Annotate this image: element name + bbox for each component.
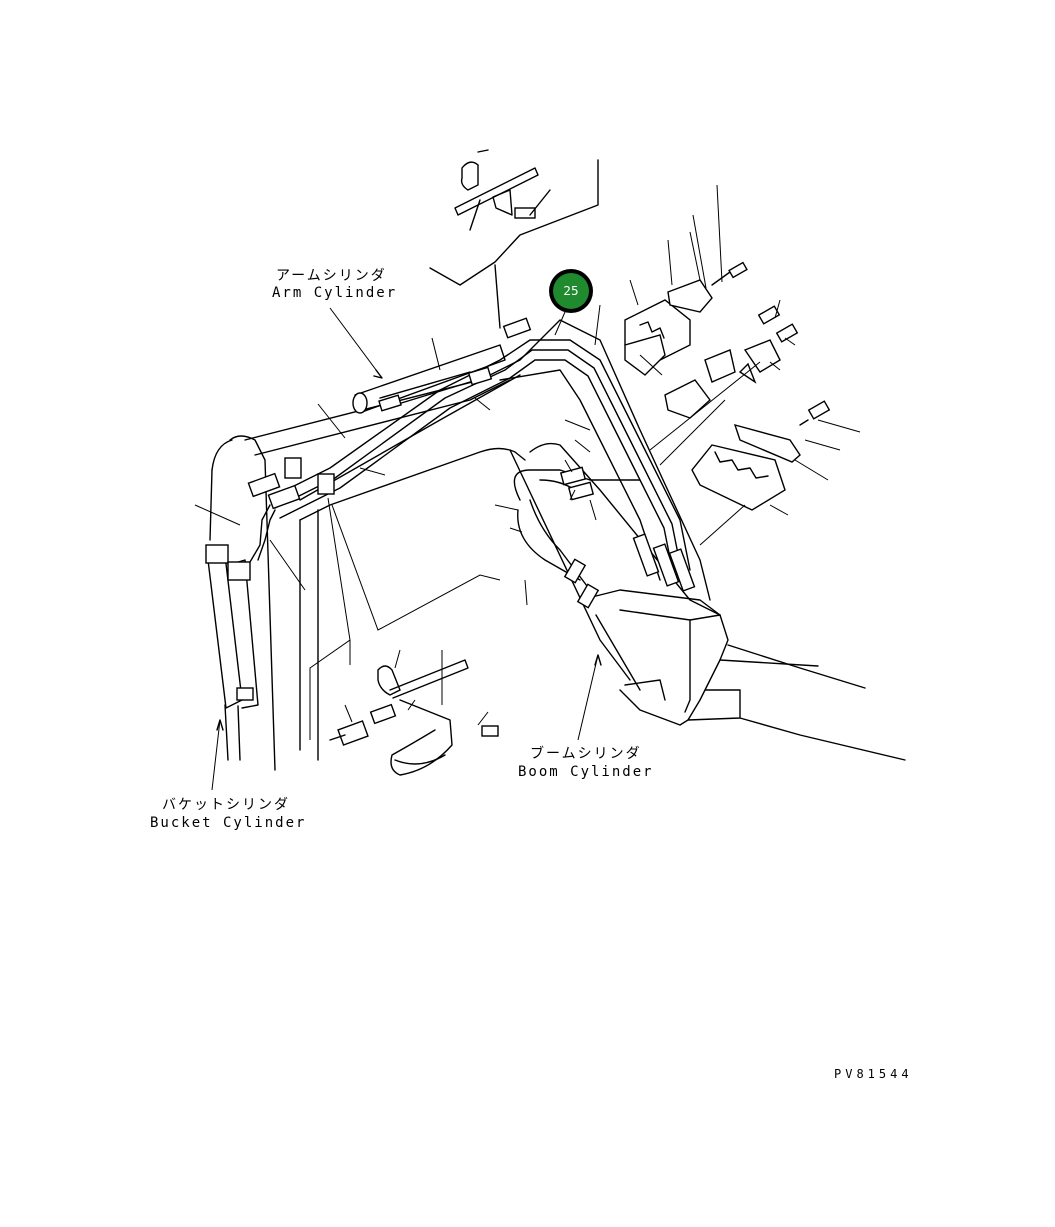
drawing-code: PV81544 [834, 1067, 913, 1081]
callout-marker[interactable]: 25 [549, 269, 593, 313]
arm-cylinder-label-jp: アームシリンダ [276, 268, 387, 284]
lower-clamp-detail [329, 659, 499, 776]
boom-cylinder-label: Boom Cylinder [518, 764, 654, 780]
arm-end-fittings [247, 317, 696, 609]
bucket-cylinder-label: Bucket Cylinder [150, 815, 307, 831]
boom-structure [209, 319, 906, 771]
bucket-cylinder [205, 504, 276, 761]
right-clamp-parts [624, 261, 831, 511]
arm-cylinder-label: Arm Cylinder [272, 285, 398, 301]
boom-cylinder-label-jp: ブームシリンダ [530, 746, 642, 762]
bucket-cylinder-label-jp: バケットシリンダ [162, 797, 290, 813]
boom-hoses [269, 339, 691, 591]
callout-number: 25 [553, 273, 589, 309]
top-clamp-detail [429, 149, 599, 329]
leader-lines [194, 184, 861, 791]
arm-cylinder [352, 344, 506, 414]
